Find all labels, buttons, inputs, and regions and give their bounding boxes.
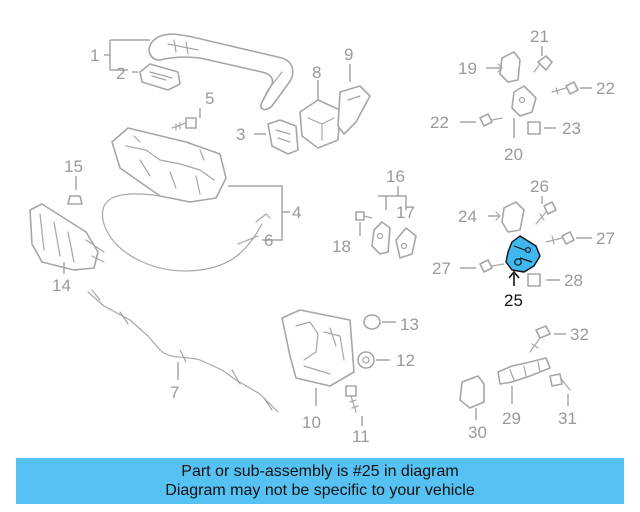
label-part-27-left: 27 — [432, 259, 451, 278]
bolt-part-27-right — [545, 231, 575, 245]
cap-part-28 — [527, 273, 541, 287]
screw-part-18 — [355, 211, 373, 221]
label-part-22-right: 22 — [596, 79, 615, 98]
grommet-part-15 — [67, 195, 83, 205]
label-part-13: 13 — [400, 315, 419, 334]
label-part-22-left: 22 — [430, 113, 449, 132]
bracket-part-3 — [267, 119, 299, 155]
label-part-4: 4 — [292, 203, 301, 222]
banner-line-1: Part or sub-assembly is #25 in diagram — [181, 463, 459, 480]
label-part-25: 25 — [504, 291, 523, 310]
bolt-part-32 — [529, 325, 551, 353]
hinge-part-20 — [511, 85, 537, 117]
label-part-21: 21 — [530, 27, 549, 46]
label-part-31: 31 — [558, 409, 577, 428]
screw-part-5 — [171, 117, 197, 131]
label-part-7: 7 — [170, 383, 179, 402]
label-part-9: 9 — [344, 45, 353, 64]
bolt-part-22-left — [479, 113, 503, 127]
door-hinge-part-25[interactable] — [505, 235, 541, 273]
cap-part-23 — [527, 121, 541, 135]
bracket-part-16 — [371, 221, 391, 255]
check-strap-bracket-part-30 — [459, 375, 485, 409]
label-part-8: 8 — [312, 63, 321, 82]
label-part-32: 32 — [570, 325, 589, 344]
label-part-28: 28 — [564, 271, 583, 290]
label-part-18: 18 — [332, 237, 351, 256]
door-latch-part — [281, 309, 355, 387]
label-part-3: 3 — [236, 125, 245, 144]
bolt-part-31 — [549, 373, 571, 391]
label-part-26: 26 — [530, 177, 549, 196]
label-part-14: 14 — [52, 276, 71, 295]
label-part-24: 24 — [458, 207, 477, 226]
cap-part-13 — [363, 314, 381, 330]
label-part-29: 29 — [502, 409, 521, 428]
label-part-6: 6 — [264, 231, 273, 250]
handle-cover-part — [139, 63, 181, 91]
bolt-part-27-left — [479, 259, 505, 273]
label-part-11: 11 — [352, 427, 370, 446]
label-part-1: 1 — [90, 46, 99, 65]
plate-part-17 — [395, 227, 417, 259]
label-part-5: 5 — [205, 89, 214, 108]
nut-part-12 — [357, 351, 375, 369]
label-part-16: 16 — [386, 167, 405, 186]
handle-carrier-part — [111, 127, 227, 203]
label-part-10: 10 — [302, 413, 321, 432]
bolt-part-21 — [533, 55, 553, 73]
label-part-23: 23 — [562, 119, 581, 138]
label-part-15: 15 — [64, 157, 83, 176]
parts-diagram: 1 2 3 4 5 6 7 8 9 10 11 12 13 14 15 16 1… — [29, 27, 615, 446]
label-part-19: 19 — [458, 59, 477, 78]
info-banner: Part or sub-assembly is #25 in diagram D… — [16, 458, 624, 504]
hinge-bracket-part-19 — [499, 51, 521, 83]
banner-line-2: Diagram may not be specific to your vehi… — [165, 482, 475, 499]
bolt-part-22-right — [551, 81, 579, 95]
label-part-27-right: 27 — [596, 229, 615, 248]
label-part-12: 12 — [396, 351, 415, 370]
label-part-20: 20 — [504, 145, 523, 164]
cover-part-9 — [337, 85, 371, 135]
housing-part-8 — [299, 99, 341, 149]
outer-handle-part — [148, 33, 294, 111]
label-part-2: 2 — [116, 64, 125, 83]
hinge-bracket-part-24 — [501, 201, 525, 233]
bolt-part-26 — [535, 201, 557, 225]
inner-handle-part — [29, 203, 105, 271]
bolt-part-11 — [345, 385, 359, 413]
check-strap-part-29 — [497, 357, 551, 385]
label-part-17: 17 — [396, 203, 415, 222]
label-part-30: 30 — [468, 423, 487, 442]
